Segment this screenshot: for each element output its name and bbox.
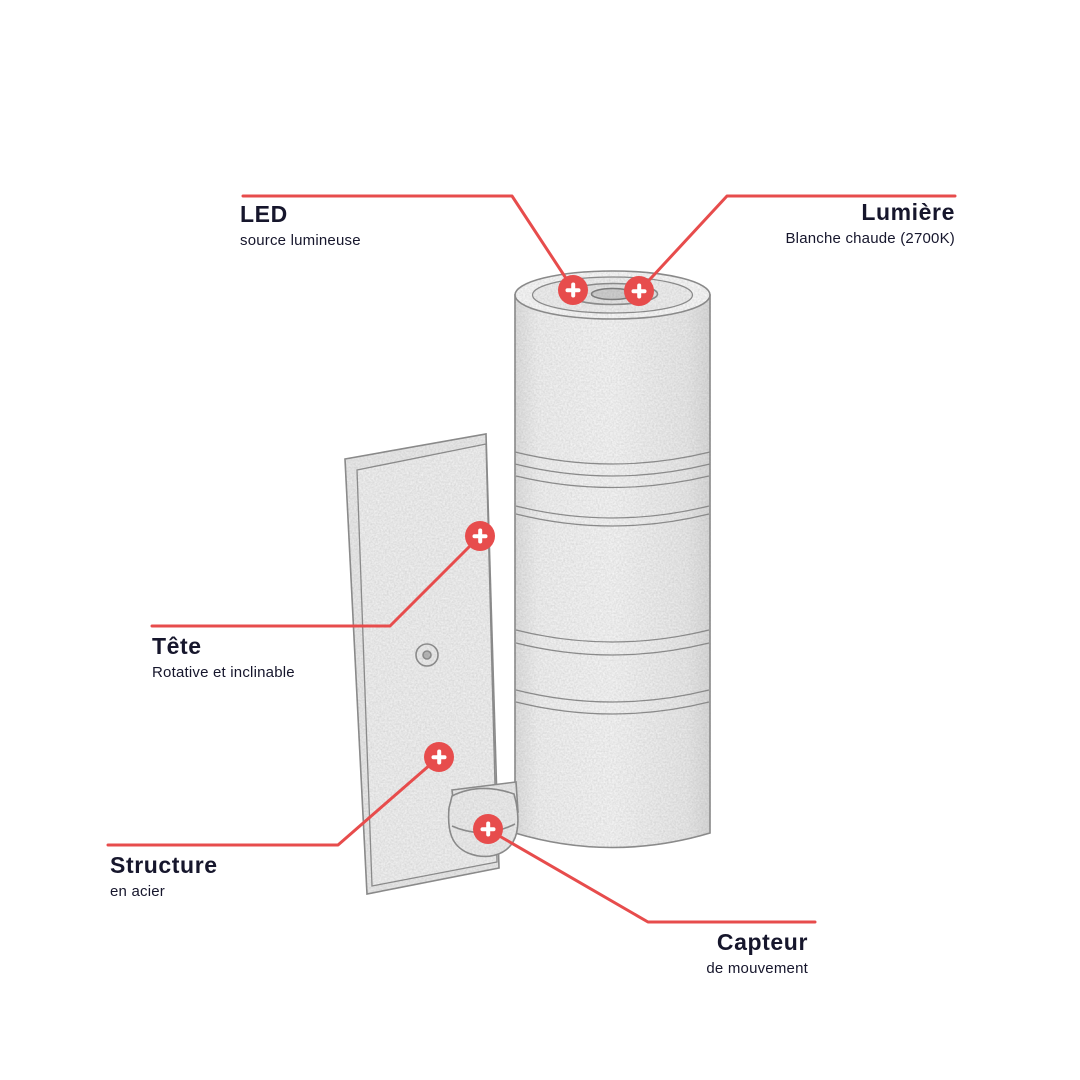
annotation-tete-subtitle: Rotative et inclinable: [152, 664, 295, 682]
plus-icon: [465, 521, 495, 551]
wall-light-sketch: [344, 270, 711, 895]
annotation-capteur: Capteur de mouvement: [706, 929, 808, 978]
hotspot-led[interactable]: [558, 275, 588, 305]
annotation-lumiere: Lumière Blanche chaude (2700K): [785, 199, 955, 248]
annotation-structure-subtitle: en acier: [110, 883, 165, 901]
adjustment-screw-center: [422, 650, 432, 660]
hotspot-structure[interactable]: [424, 742, 454, 772]
plus-icon: [624, 276, 654, 306]
annotation-capteur-subtitle: de mouvement: [706, 960, 808, 978]
tube-grooves: [514, 451, 711, 715]
annotation-tete-title: Tête: [152, 633, 202, 659]
plus-icon: [558, 275, 588, 305]
annotation-capteur-title: Capteur: [716, 929, 808, 955]
leader-line-tete: [150, 535, 481, 628]
annotation-structure: Structure en acier: [110, 852, 218, 901]
leader-line-structure: [106, 755, 441, 847]
leader-line-led: [241, 194, 575, 291]
annotation-lumiere-title: Lumière: [861, 199, 955, 225]
hotspot-tete[interactable]: [465, 521, 495, 551]
plus-icon: [473, 814, 503, 844]
hotspot-lumiere[interactable]: [624, 276, 654, 306]
leader-line-capteur: [487, 828, 817, 924]
annotation-led-subtitle: source lumineuse: [240, 232, 361, 250]
leader-line-lumiere: [638, 194, 957, 292]
annotation-lumiere-subtitle: Blanche chaude (2700K): [785, 230, 955, 248]
annotation-led: LED source lumineuse: [240, 201, 361, 250]
annotation-led-title: LED: [240, 201, 288, 227]
annotation-structure-title: Structure: [110, 852, 218, 878]
plus-icon: [424, 742, 454, 772]
light-tube-body: [514, 294, 711, 849]
annotation-tete: Tête Rotative et inclinable: [152, 633, 295, 682]
hotspot-capteur[interactable]: [473, 814, 503, 844]
leader-lines: [106, 194, 957, 924]
